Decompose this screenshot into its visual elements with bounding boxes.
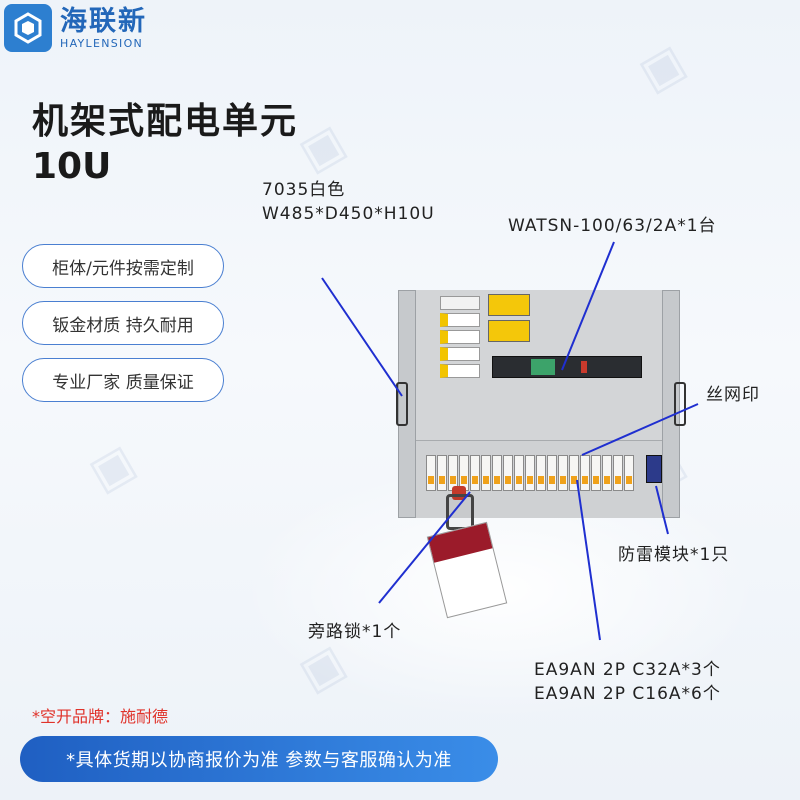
footer-banner: *具体货期以协商报价为准 参数与客服确认为准: [20, 736, 498, 782]
warning-sign-icon: [488, 320, 530, 342]
breaker-row: [426, 455, 635, 491]
rack-cabinet-image: [396, 290, 686, 518]
line-silkscreen: [581, 403, 699, 456]
feature-tags: 柜体/元件按需定制 钣金材质 持久耐用 专业厂家 质量保证: [22, 244, 224, 415]
rack-ear-right: [662, 290, 680, 518]
feature-tag: 钣金材质 持久耐用: [22, 301, 224, 345]
annotation-color: 7035白色: [262, 180, 346, 200]
brand-logo: 海联新 HAYLENSION: [4, 4, 147, 52]
line-ats: [561, 241, 615, 371]
line-breaker: [576, 479, 601, 641]
annotation-spd: 防雷模块*1只: [618, 545, 730, 565]
product-height-label: 10U: [32, 146, 112, 187]
product-title: 机架式配电单元: [32, 101, 299, 142]
panel-top: [416, 290, 662, 441]
feature-tag: 柜体/元件按需定制: [22, 244, 224, 288]
feature-tag: 专业厂家 质量保证: [22, 358, 224, 402]
annotation-dimensions: W485*D450*H10U: [262, 204, 435, 224]
line-dimensions: [321, 277, 403, 397]
annotation-silkscreen: 丝网印: [706, 385, 760, 405]
brand-name-en: HAYLENSION: [60, 36, 144, 50]
warning-sign-icon: [488, 294, 530, 316]
handle-right: [674, 382, 686, 426]
line-spd: [655, 485, 669, 535]
breaker-brand-note: *空开品牌：施耐德: [32, 707, 169, 726]
handle-left: [396, 382, 408, 426]
line-bypass-lock: [378, 491, 471, 604]
annotation-ats: WATSN-100/63/2A*1台: [508, 216, 717, 236]
brand-name-cn: 海联新: [60, 5, 147, 37]
annotation-bypass-lock: 旁路锁*1个: [308, 622, 402, 642]
panel-bottom: [416, 441, 662, 518]
logo-mark-icon: [4, 4, 52, 52]
spd-module: [646, 455, 662, 483]
annotation-breaker-16a: EA9AN 2P C16A*6个: [534, 684, 721, 704]
annotation-breaker-32a: EA9AN 2P C32A*3个: [534, 660, 721, 680]
